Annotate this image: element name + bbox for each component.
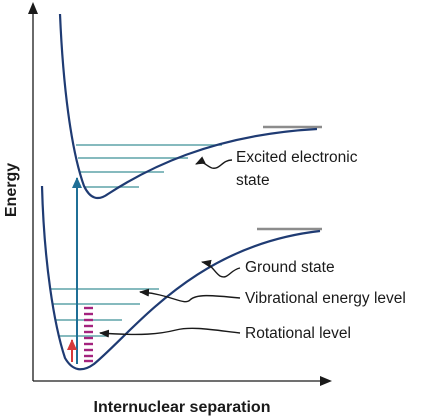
- y-axis-label: Energy: [3, 163, 20, 217]
- ground-vibrational-levels: [51, 288, 159, 337]
- y-axis-arrowhead: [28, 2, 38, 14]
- excited-state-label-line1: Excited electronic: [236, 149, 358, 166]
- rotational-levels: [84, 306, 93, 363]
- vibrational-pointer: [139, 288, 241, 303]
- axes: [28, 2, 332, 386]
- ground-pointer: [201, 259, 241, 278]
- excited-state-curve: [58, 13, 318, 200]
- ground-state-curve: [40, 185, 321, 371]
- ground-state-label: Ground state: [245, 259, 335, 276]
- rotational-level-label: Rotational level: [245, 325, 351, 342]
- rotational-pointer: [99, 327, 241, 338]
- excited-pointer: [195, 156, 233, 169]
- excited-vibrational-levels: [76, 144, 222, 188]
- vibrational-level-label: Vibrational energy level: [245, 290, 406, 307]
- excited-state-label-line2: state: [236, 172, 270, 189]
- x-axis-label: Internuclear separation: [94, 399, 271, 416]
- x-axis-arrowhead: [320, 376, 332, 386]
